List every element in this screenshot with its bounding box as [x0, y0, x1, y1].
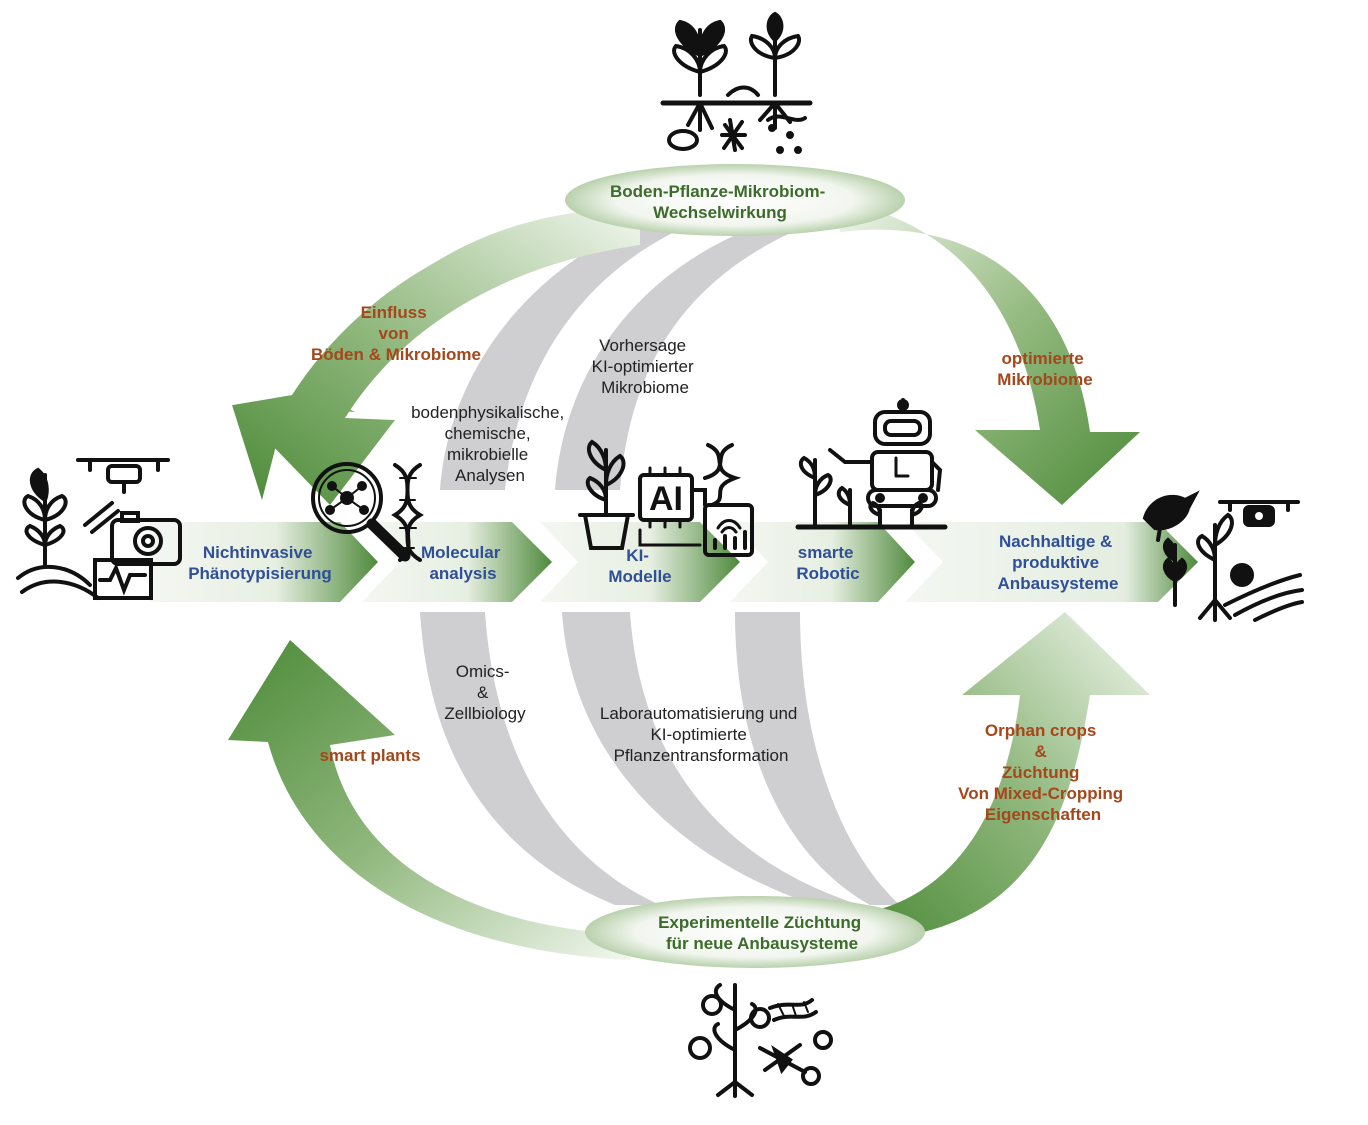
- farm-sustainable-icon: [1142, 490, 1304, 622]
- ai-plant-icon: [578, 439, 754, 557]
- chevron-5: [905, 522, 1198, 602]
- arrow-bottom-right: [855, 612, 1150, 940]
- phenotyping-icon: [16, 458, 182, 600]
- grey-band-upper-1: [440, 205, 745, 490]
- node-top-label: Boden-Pflanze-Mikrobiom- Wechselwirkung: [610, 182, 830, 222]
- arrow-top-right-label: optimierte Mikrobiome: [997, 349, 1092, 389]
- pipeline-label-3: KI- Modelle: [608, 546, 671, 586]
- pipeline-label-5: Nachhaltige & produktive Anbausysteme: [998, 532, 1119, 593]
- chevron-2: [362, 522, 552, 602]
- band-lower-2-label: Laborautomatisierung und KI-optimierte P…: [600, 704, 802, 765]
- grey-band-lower-1: [420, 612, 660, 905]
- pipeline-label-4: smarte Robotic: [796, 543, 859, 583]
- magnifier-dna-icon: [311, 462, 424, 562]
- arrow-bottom-left: [228, 640, 630, 960]
- arrow-top-left: [232, 205, 640, 505]
- plants-soil-microbes-icon: [660, 11, 813, 154]
- arrow-bottom-left-label: smart plants: [319, 746, 420, 765]
- grey-band-upper-2: [555, 215, 835, 490]
- arrow-top-right: [835, 200, 1140, 505]
- node-bottom-ellipse: [585, 896, 925, 968]
- breeding-icon: [688, 983, 833, 1098]
- node-top-ellipse: [565, 164, 905, 236]
- grey-band-lower-3: [735, 612, 900, 905]
- chevron-1: [150, 522, 378, 602]
- arrow-bottom-right-label: Orphan crops & Züchtung Von Mixed-Croppi…: [958, 721, 1128, 824]
- pipeline-label-1: Nichtinvasive Phänotypisierung: [188, 543, 332, 583]
- grey-band-lower-2: [562, 612, 860, 905]
- band-lower-1-label: Omics- & Zellbiology: [444, 662, 526, 723]
- band-upper-1-label: bodenphysikalische, chemische, mikrobiel…: [411, 403, 569, 485]
- arrow-top-left-label: Einfluss von Böden & Mikrobiome: [311, 303, 481, 364]
- band-upper-2-label: Vorhersage KI-optimierter Mikrobiome: [592, 336, 699, 397]
- pipeline-label-2: Molecular analysis: [421, 543, 505, 583]
- chevron-4: [730, 522, 915, 602]
- ai-chip-label: AI: [649, 480, 683, 518]
- node-bottom-label: Experimentelle Züchtung für neue Anbausy…: [658, 913, 866, 953]
- robot-garden-icon: [795, 398, 948, 530]
